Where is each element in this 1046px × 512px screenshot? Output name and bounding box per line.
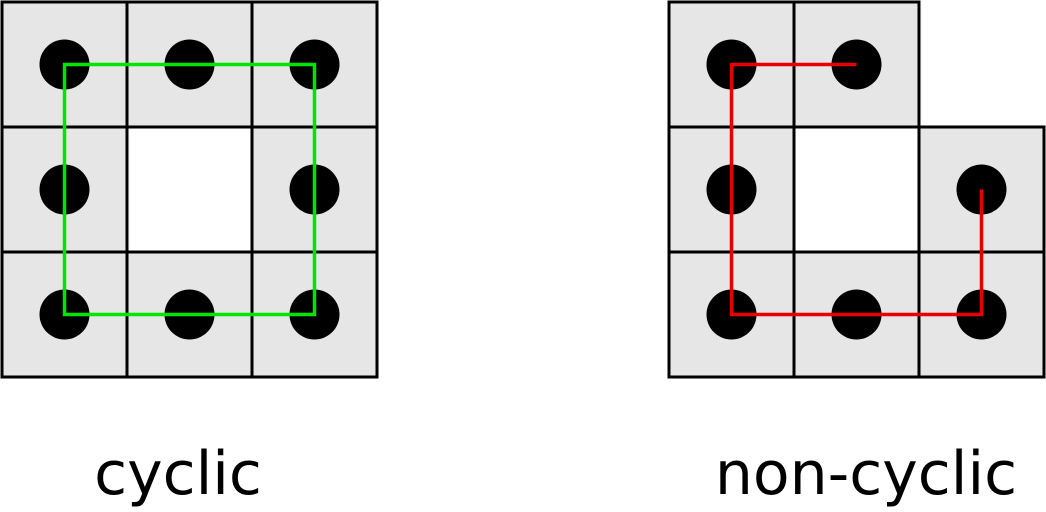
cyclic-panel [0, 0, 379, 379]
empty-grid-cell [125, 125, 254, 254]
non-cyclic-path-line [729, 62, 984, 317]
cyclic-caption: cyclic [94, 439, 262, 509]
cyclic-path-line [62, 62, 317, 317]
non-cyclic-panel [667, 0, 1046, 379]
empty-grid-cell [792, 125, 921, 254]
non-cyclic-caption: non-cyclic [714, 439, 1018, 509]
